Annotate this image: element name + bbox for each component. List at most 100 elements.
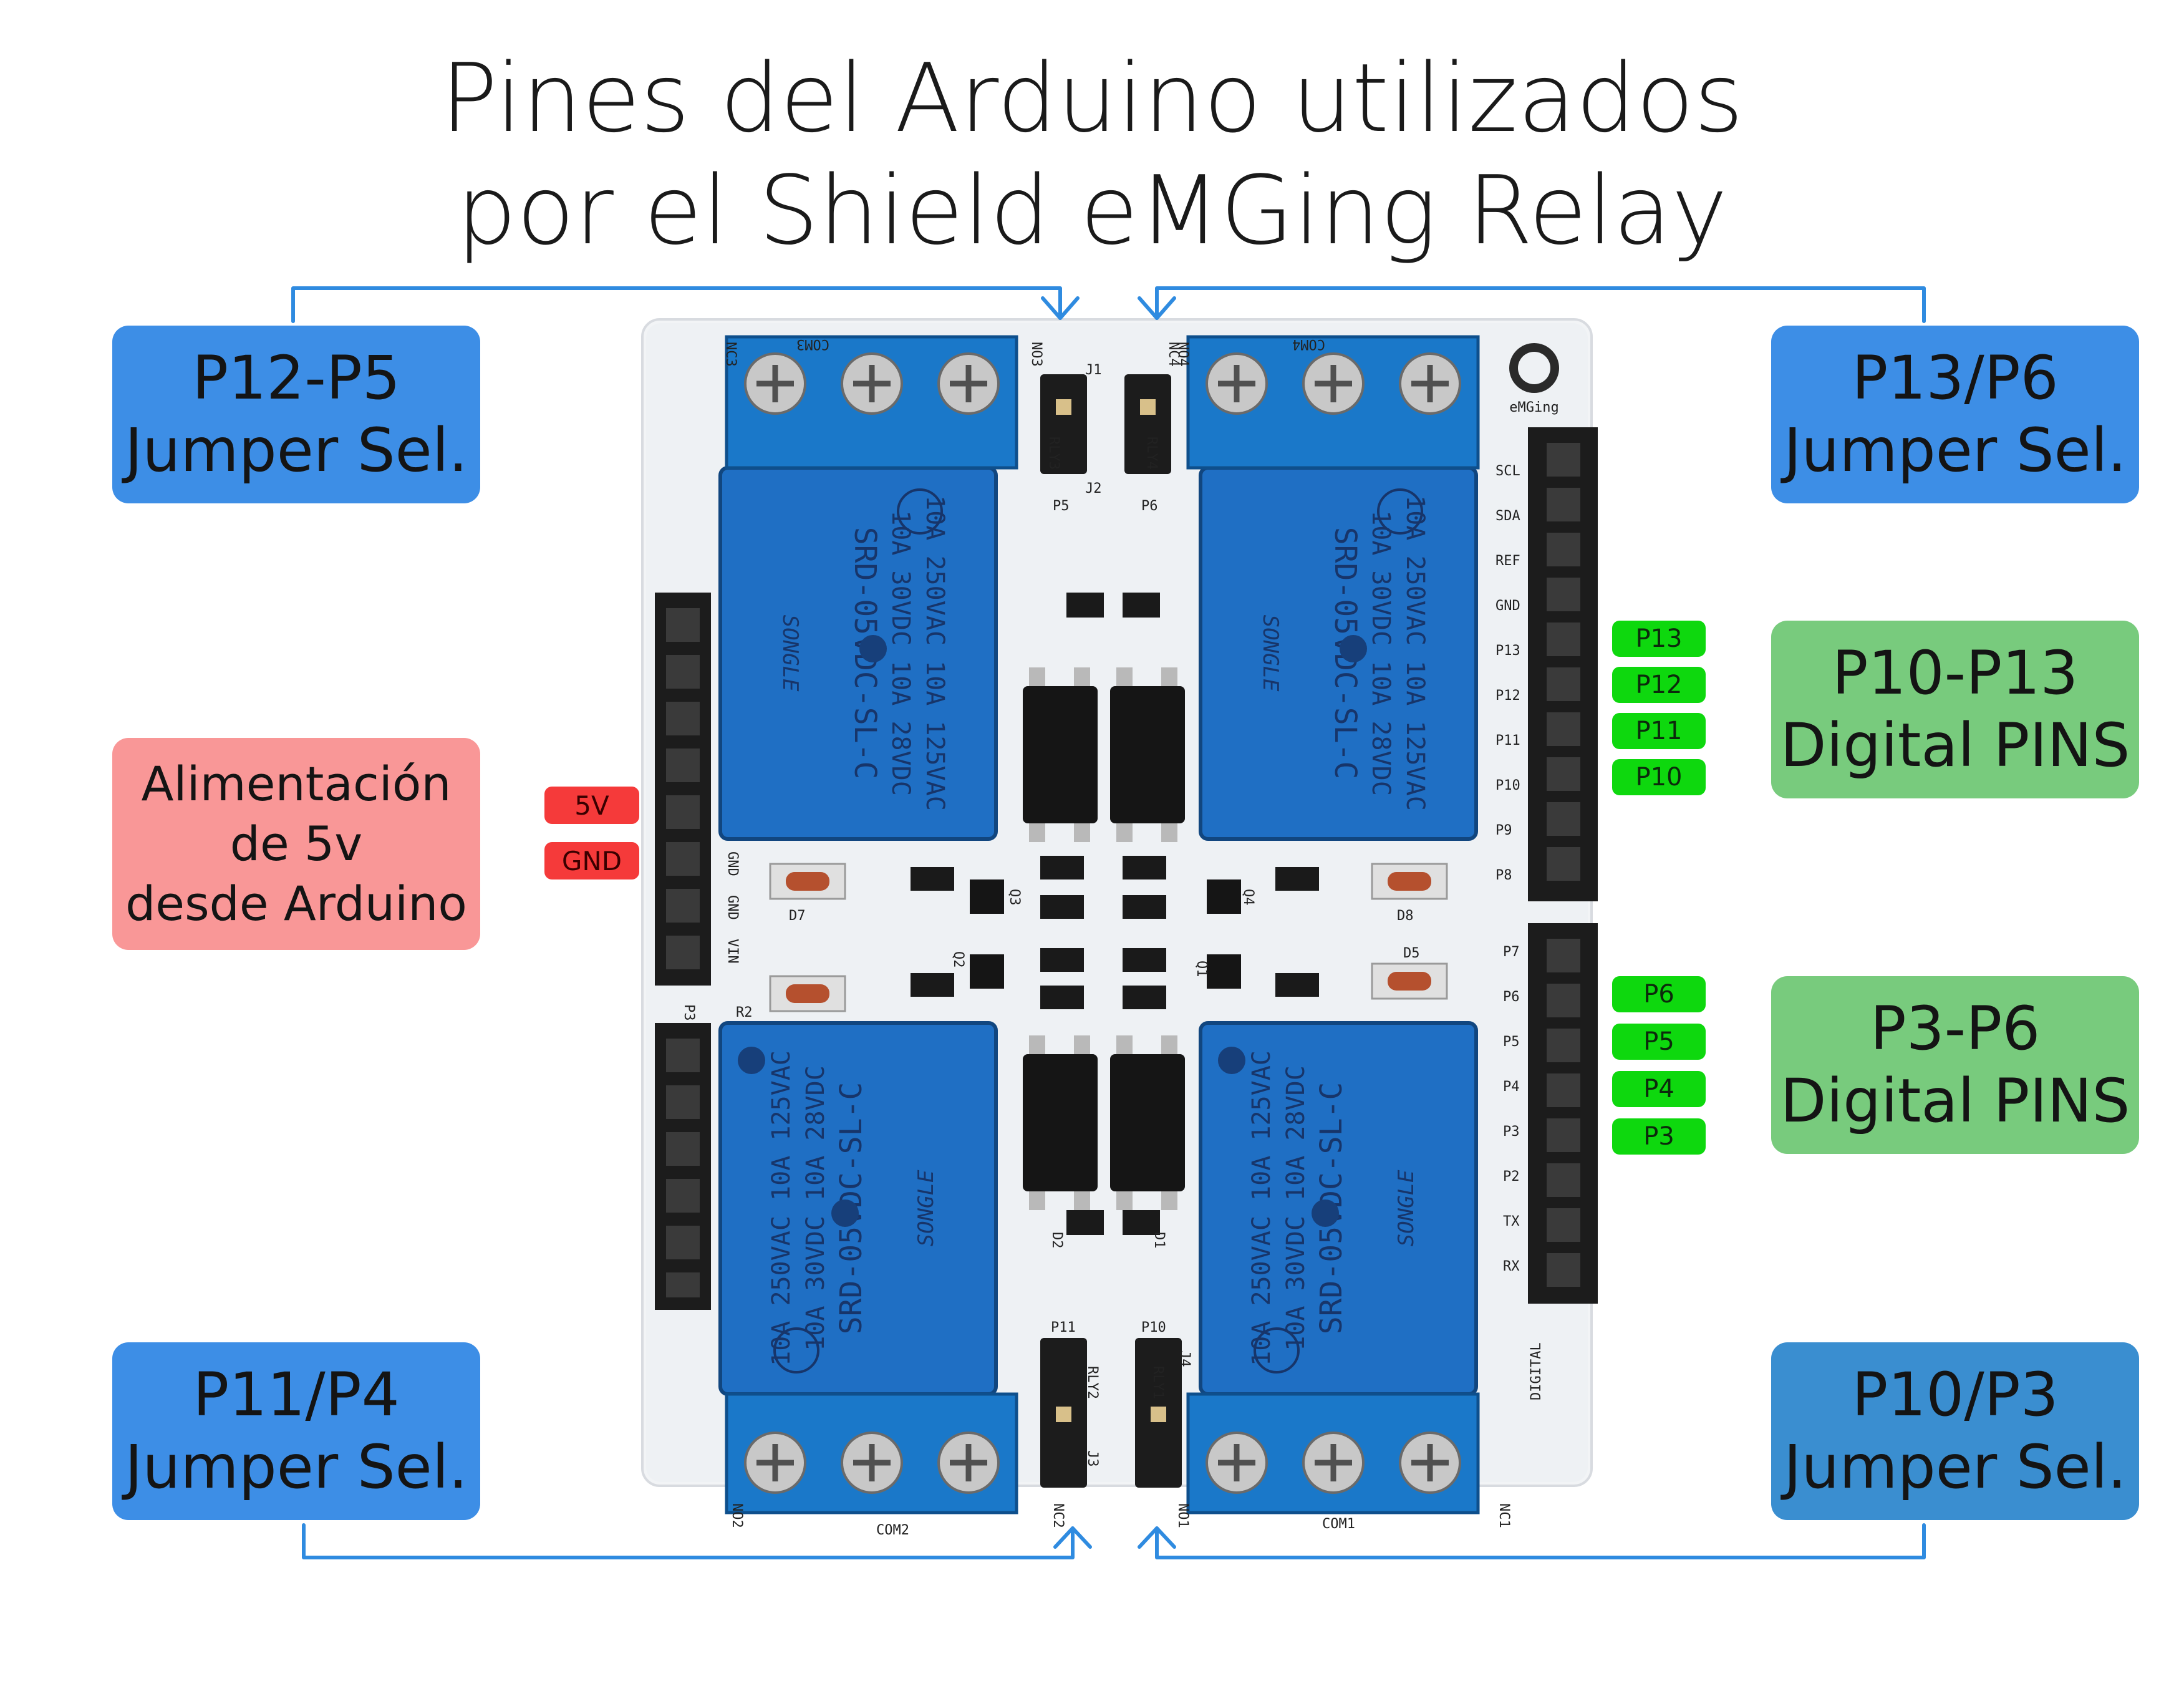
silk-label: Q2 [950, 951, 966, 968]
silk-label: DIGITAL [1529, 1342, 1544, 1400]
label-top-left-jumper: P12-P5 Jumper Sel. [112, 326, 480, 503]
relay-bl-brand: SONGLE [914, 1170, 939, 1246]
silk-label: P7 [1503, 944, 1520, 960]
label-digital-low-line1: P3-P6 [1870, 994, 2041, 1064]
label-top-right-line1: P13/P6 [1852, 343, 2059, 414]
label-top-left-line2: Jumper Sel. [125, 415, 468, 485]
pin-badge-p12: P12 [1612, 667, 1706, 703]
silk-label: P5 [1503, 1034, 1520, 1050]
silk-label: D8 [1397, 908, 1414, 924]
silk-label: SCL [1495, 463, 1520, 479]
silk-label: NC3 [723, 342, 738, 367]
connector-bottom-right [1155, 1523, 1926, 1559]
silk-label: P6 [1503, 989, 1520, 1005]
silk-label: P3 [681, 1004, 697, 1021]
emging-logo: eMGing [1509, 343, 1559, 415]
silk-label: D5 [1403, 946, 1420, 961]
transistors [970, 879, 1241, 989]
terminal-top-left [725, 335, 1018, 470]
silk-label: P11 [1495, 733, 1520, 749]
label-digital-high-line1: P10-P13 [1832, 638, 2079, 709]
silk-label: COM2 [876, 1523, 909, 1538]
silk-label: RLY4 [1144, 437, 1159, 470]
silk-label: D1 [1151, 1232, 1167, 1249]
label-power-line3: desde Arduino [125, 875, 467, 931]
relay-br-text2: 10A 30VDC 10A 28VDC [1282, 1065, 1310, 1351]
connector-bottom-left [302, 1523, 1075, 1559]
label-bottom-right-line1: P10/P3 [1852, 1360, 2059, 1430]
terminal-bottom-right [1186, 1392, 1480, 1514]
silk-label: Q4 [1240, 889, 1256, 906]
silk-label: P9 [1495, 823, 1512, 838]
right-header-bottom [1528, 923, 1598, 1304]
silk-label: NO3 [1028, 342, 1044, 367]
silk-label: P10 [1141, 1320, 1166, 1335]
label-digital-high-line2: Digital PINS [1780, 710, 2130, 780]
silk-label: P13 [1495, 643, 1520, 659]
silk-label: NO4 [1175, 342, 1191, 367]
label-bottom-right-jumper: P10/P3 Jumper Sel. [1771, 1342, 2139, 1520]
label-top-right-line2: Jumper Sel. [1784, 415, 2127, 485]
pin-badge-p13: P13 [1612, 621, 1706, 657]
silk-label: Q3 [1007, 889, 1022, 906]
pin-badge-p6: P6 [1612, 976, 1706, 1012]
silk-label: TX [1503, 1214, 1520, 1229]
silk-label: RLY1 [1150, 1366, 1166, 1399]
relay-tl-text1: 10A 250VAC 10A 125VAC [920, 495, 949, 811]
arrow-top-left [1041, 296, 1080, 320]
label-top-left-line1: P12-P5 [192, 343, 400, 414]
label-bottom-right-line2: Jumper Sel. [1784, 1432, 2127, 1502]
silk-label: RLY2 [1085, 1366, 1100, 1399]
relay-tl-brand: SONGLE [778, 615, 803, 692]
silk-label: P4 [1503, 1079, 1520, 1095]
label-power: Alimentación de 5v desde Arduino [112, 738, 480, 950]
pin-badge-p3: P3 [1612, 1118, 1706, 1155]
relay-tl-text2: 10A 30VDC 10A 28VDC [886, 510, 915, 796]
silk-label: NC1 [1496, 1503, 1512, 1528]
silk-label: NC4 [1166, 342, 1181, 367]
label-bottom-left-jumper: P11/P4 Jumper Sel. [112, 1342, 480, 1520]
terminal-bottom-left [725, 1392, 1018, 1514]
label-digital-low: P3-P6 Digital PINS [1771, 976, 2139, 1154]
diodes [769, 863, 1448, 1012]
silk-label: SDA [1495, 508, 1520, 524]
pin-badge-p4: P4 [1612, 1071, 1706, 1107]
relay-bl-text1: 10A 250VAC 10A 125VAC [767, 1050, 796, 1366]
silk-label: D2 [1049, 1232, 1065, 1249]
relay-tr-brand: SONGLE [1258, 615, 1283, 692]
relay-br-text1: 10A 250VAC 10A 125VAC [1247, 1050, 1276, 1366]
silk-label: COM1 [1322, 1516, 1355, 1532]
pin-badge-p11: P11 [1612, 713, 1706, 749]
silk-label: RLY3 [1046, 437, 1061, 470]
arrow-bottom-right [1138, 1526, 1176, 1549]
arrow-top-right [1138, 296, 1176, 320]
right-header-top [1528, 427, 1598, 901]
brand-text: eMGing [1509, 400, 1558, 415]
left-header-top [655, 593, 711, 986]
silk-label: P2 [1503, 1169, 1520, 1185]
pin-badge-p5: P5 [1612, 1024, 1706, 1060]
relay-bl-text2: 10A 30VDC 10A 28VDC [801, 1065, 830, 1351]
silk-label: J2 [1085, 481, 1102, 497]
terminal-top-right [1186, 335, 1480, 470]
silk-label: P10 [1495, 778, 1520, 793]
silk-label: VIN [725, 939, 740, 964]
connector-top-left [291, 286, 1062, 323]
silk-label: P8 [1495, 868, 1512, 883]
silk-label: COM3 [796, 336, 829, 352]
jumpers-top [1040, 374, 1171, 474]
relay-tr-text2: 10A 30VDC 10A 28VDC [1366, 510, 1395, 796]
silk-label: Q1 [1194, 961, 1209, 977]
silk-label: GND [725, 851, 740, 876]
silk-label: REF [1495, 553, 1520, 569]
label-power-line2: de 5v [230, 816, 363, 872]
relay-tr-text1: 10A 250VAC 10A 125VAC [1401, 495, 1429, 811]
silk-label: P11 [1051, 1320, 1076, 1335]
connector-top-right [1155, 286, 1926, 323]
label-digital-low-line2: Digital PINS [1780, 1065, 2130, 1136]
power-badge-5v: 5V [544, 787, 639, 824]
